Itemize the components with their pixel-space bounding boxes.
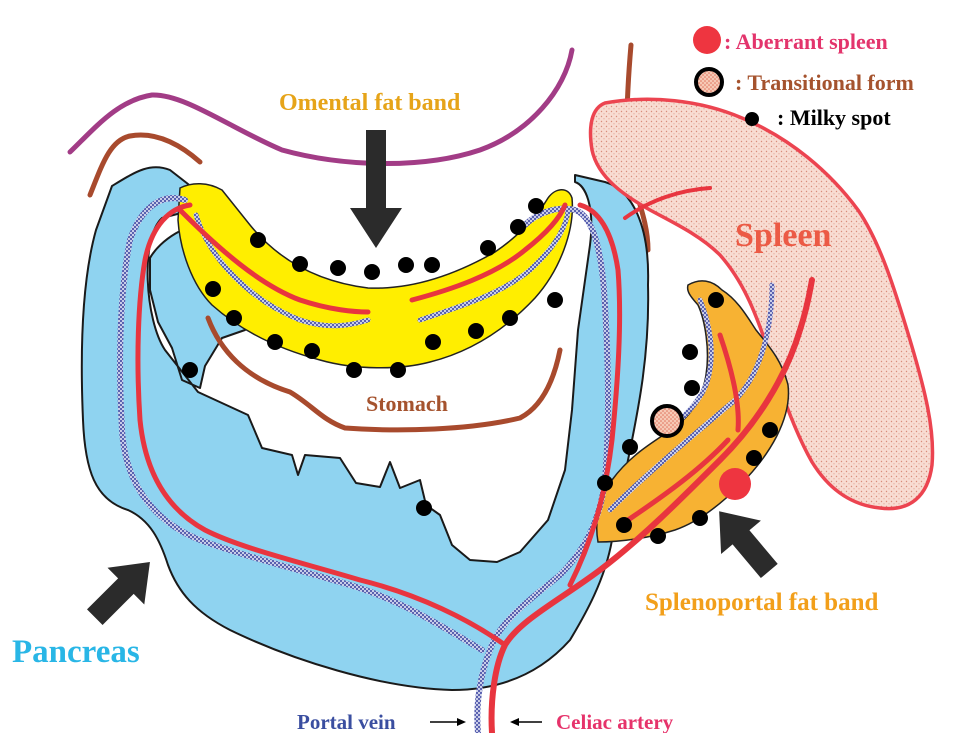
- milky-spot: [510, 219, 526, 235]
- milky-spot: [762, 422, 778, 438]
- label-spleen: Spleen: [735, 217, 831, 254]
- block-arrow-icon: [76, 544, 168, 636]
- milky-spot: [528, 198, 544, 214]
- milky-spot: [346, 362, 362, 378]
- block-arrow-icon: [350, 130, 402, 248]
- milky-spot: [250, 232, 266, 248]
- milky-spot: [424, 257, 440, 273]
- milky-spot: [364, 264, 380, 280]
- milky-spot: [398, 257, 414, 273]
- label-pancreas: Pancreas: [12, 634, 140, 670]
- small-left-arrow-icon: [510, 718, 542, 726]
- legend-transitional-icon: [696, 69, 722, 95]
- milky-spot: [330, 260, 346, 276]
- milky-spot: [708, 292, 724, 308]
- milky-spot: [267, 334, 283, 350]
- legend-milky-icon: [745, 112, 759, 126]
- milky-spot: [425, 334, 441, 350]
- legend-milky-text: : Milky spot: [777, 105, 891, 130]
- milky-spot: [597, 475, 613, 491]
- milky-spot: [746, 450, 762, 466]
- milky-spot: [616, 517, 632, 533]
- legend-transitional-text: : Transitional form: [735, 70, 914, 95]
- small-left-arrow-icon: [430, 718, 466, 726]
- milky-spot: [684, 380, 700, 396]
- milky-spot: [480, 240, 496, 256]
- label-celiac-artery: Celiac artery: [556, 710, 674, 733]
- milky-spot: [622, 439, 638, 455]
- label-stomach: Stomach: [366, 391, 448, 416]
- aberrant-spleen-marker: [719, 468, 751, 500]
- label-omental-fat-band: Omental fat band: [279, 90, 461, 116]
- milky-spot: [292, 256, 308, 272]
- label-splenoportal-fat-band: Splenoportal fat band: [645, 589, 878, 616]
- milky-spot: [205, 281, 221, 297]
- milky-spot: [692, 510, 708, 526]
- milky-spot: [390, 362, 406, 378]
- milky-spot: [547, 292, 563, 308]
- legend-aberrant-text: : Aberrant spleen: [724, 29, 888, 54]
- milky-spot: [182, 362, 198, 378]
- milky-spot: [416, 500, 432, 516]
- label-portal-vein: Portal vein: [297, 710, 396, 733]
- milky-spot: [502, 310, 518, 326]
- transitional-form-marker: [652, 406, 682, 436]
- legend-aberrant-icon: [693, 26, 721, 54]
- milky-spot: [304, 343, 320, 359]
- milky-spot: [650, 528, 666, 544]
- milky-spot: [468, 323, 484, 339]
- milky-spot: [226, 310, 242, 326]
- milky-spot: [682, 344, 698, 360]
